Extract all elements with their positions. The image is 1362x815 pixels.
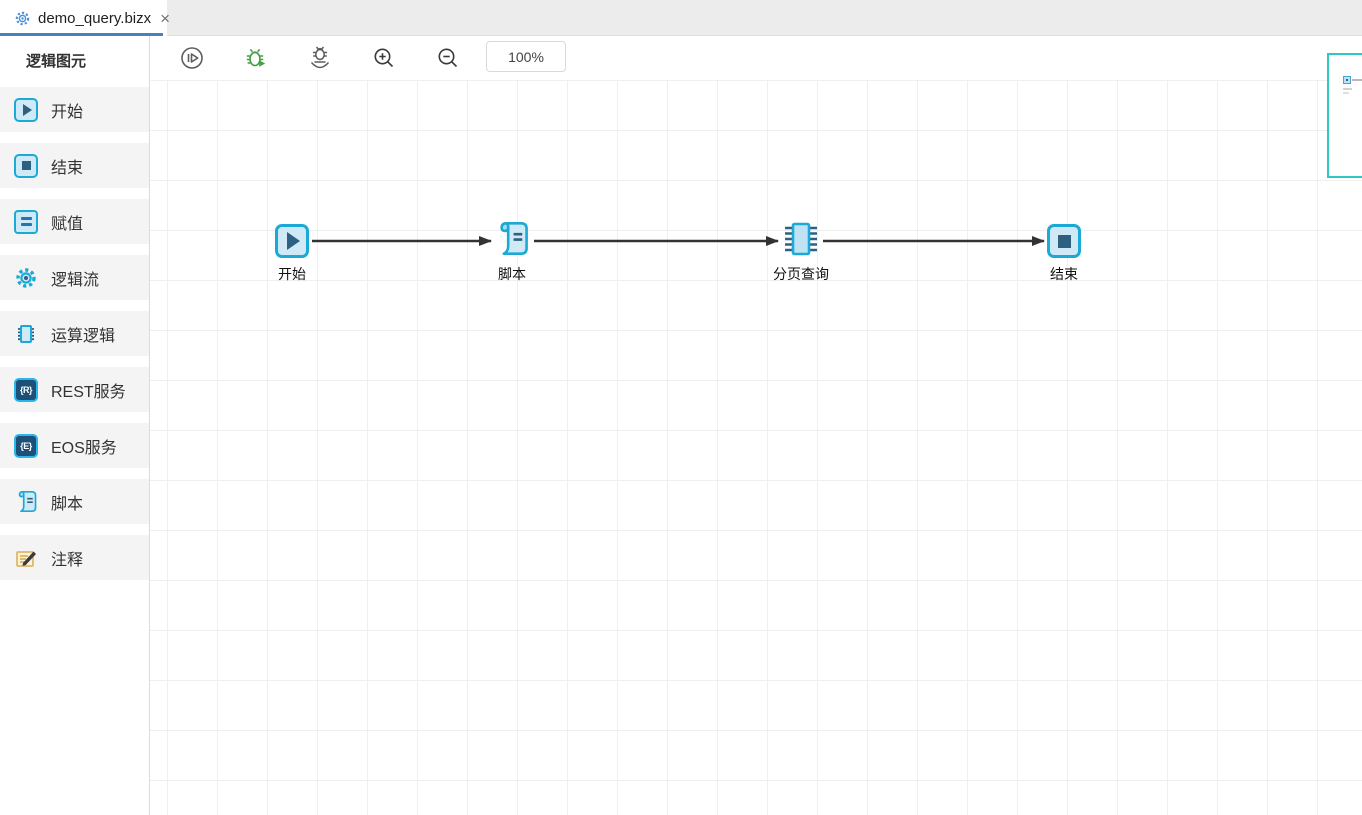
logic-flow-gear-icon xyxy=(13,265,39,291)
node-script-label: 脚本 xyxy=(498,266,526,282)
flow-canvas[interactable]: 100% 开始 xyxy=(150,36,1362,815)
node-paged-query[interactable] xyxy=(781,220,821,263)
minimap[interactable] xyxy=(1327,53,1362,178)
end-icon xyxy=(13,153,39,179)
rest-service-icon: {R} xyxy=(13,377,39,403)
comment-note-icon xyxy=(13,545,39,571)
node-start-label: 开始 xyxy=(278,266,306,282)
start-icon xyxy=(13,97,39,123)
palette-item-eos-service[interactable]: {E} EOS服务 xyxy=(0,423,149,468)
palette-item-logic-flow[interactable]: 逻辑流 xyxy=(0,255,149,300)
chip-icon xyxy=(13,321,39,347)
start-node-icon xyxy=(275,224,309,258)
palette-item-operation-logic[interactable]: 运算逻辑 xyxy=(0,311,149,356)
palette-title: 逻辑图元 xyxy=(26,53,87,70)
node-script[interactable] xyxy=(493,219,532,263)
tab-demo-query[interactable]: demo_query.bizx × xyxy=(0,0,171,36)
run-icon[interactable] xyxy=(179,45,205,71)
logic-chip-node-icon xyxy=(781,220,821,263)
tab-bar: demo_query.bizx × xyxy=(0,0,1362,36)
palette-item-end[interactable]: 结束 xyxy=(0,143,149,188)
gear-icon xyxy=(14,10,31,27)
node-end-label: 结束 xyxy=(1050,266,1078,282)
zoom-level-display[interactable]: 100% xyxy=(486,41,566,72)
node-start[interactable] xyxy=(275,224,309,258)
zoom-in-icon[interactable] xyxy=(371,45,397,71)
node-paged-query-label: 分页查询 xyxy=(773,266,829,282)
palette-item-start[interactable]: 开始 xyxy=(0,87,149,132)
flow-edges xyxy=(312,236,1045,246)
palette-sidebar: 逻辑图元 开始 结束 赋值 xyxy=(0,36,150,815)
palette-item-rest-service[interactable]: {R} REST服务 xyxy=(0,367,149,412)
tab-label: demo_query.bizx xyxy=(38,9,152,27)
script-node-icon xyxy=(493,219,532,263)
zoom-out-icon[interactable] xyxy=(435,45,461,71)
debug-run-bug-icon[interactable] xyxy=(243,45,269,71)
assign-icon xyxy=(13,209,39,235)
bug-on-hand-icon[interactable] xyxy=(307,45,333,71)
eos-service-icon: {E} xyxy=(13,433,39,459)
script-scroll-icon xyxy=(13,489,39,515)
palette-item-assign[interactable]: 赋值 xyxy=(0,199,149,244)
minimap-flow-thumbnail xyxy=(1343,76,1351,84)
palette-item-script[interactable]: 脚本 xyxy=(0,479,149,524)
palette-item-comment[interactable]: 注释 xyxy=(0,535,149,580)
end-node-icon xyxy=(1047,224,1081,258)
tab-close-icon[interactable]: × xyxy=(160,8,171,28)
canvas-toolbar: 100% xyxy=(150,36,1362,80)
node-end[interactable] xyxy=(1047,224,1081,258)
